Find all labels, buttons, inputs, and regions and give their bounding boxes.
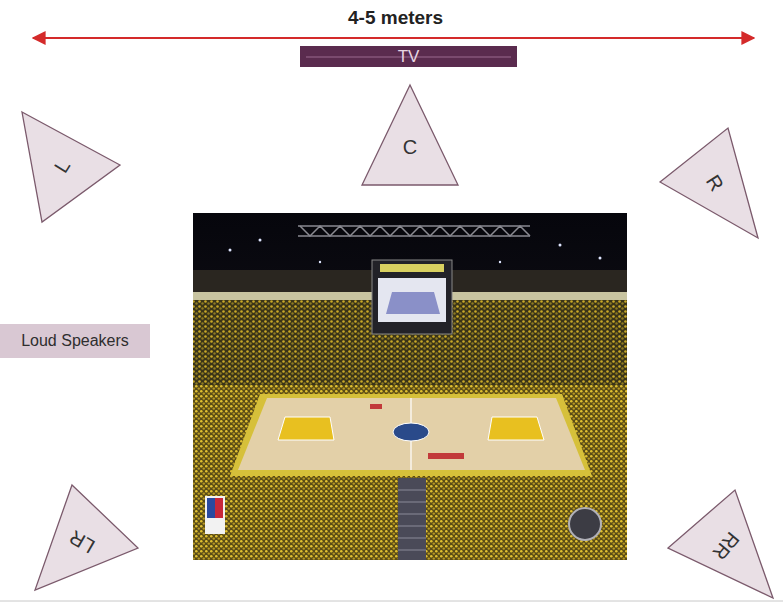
speaker-shape bbox=[35, 485, 138, 590]
speaker-triangle: RR bbox=[665, 488, 777, 601]
speaker-shape bbox=[22, 112, 120, 222]
dimension-label: 4-5 meters bbox=[348, 8, 443, 29]
speaker-triangle: R bbox=[657, 126, 761, 241]
triangle-outline bbox=[360, 83, 460, 188]
bottom-rule bbox=[0, 601, 783, 602]
legend-label: Loud Speakers bbox=[21, 333, 129, 349]
speaker-shape bbox=[362, 85, 458, 185]
speaker-triangle: L bbox=[20, 110, 124, 225]
speaker-shape bbox=[668, 490, 773, 598]
speaker-shape bbox=[660, 128, 758, 238]
speaker-triangle: LR bbox=[32, 483, 142, 593]
arena-photo bbox=[193, 213, 627, 560]
speaker-triangle: C bbox=[360, 83, 460, 188]
legend-box: Loud Speakers bbox=[0, 324, 150, 358]
speaker-label: C bbox=[403, 137, 417, 157]
tv-bar: TV bbox=[300, 46, 517, 67]
dimension-arrow bbox=[33, 37, 754, 39]
tv-label: TV bbox=[398, 48, 420, 65]
